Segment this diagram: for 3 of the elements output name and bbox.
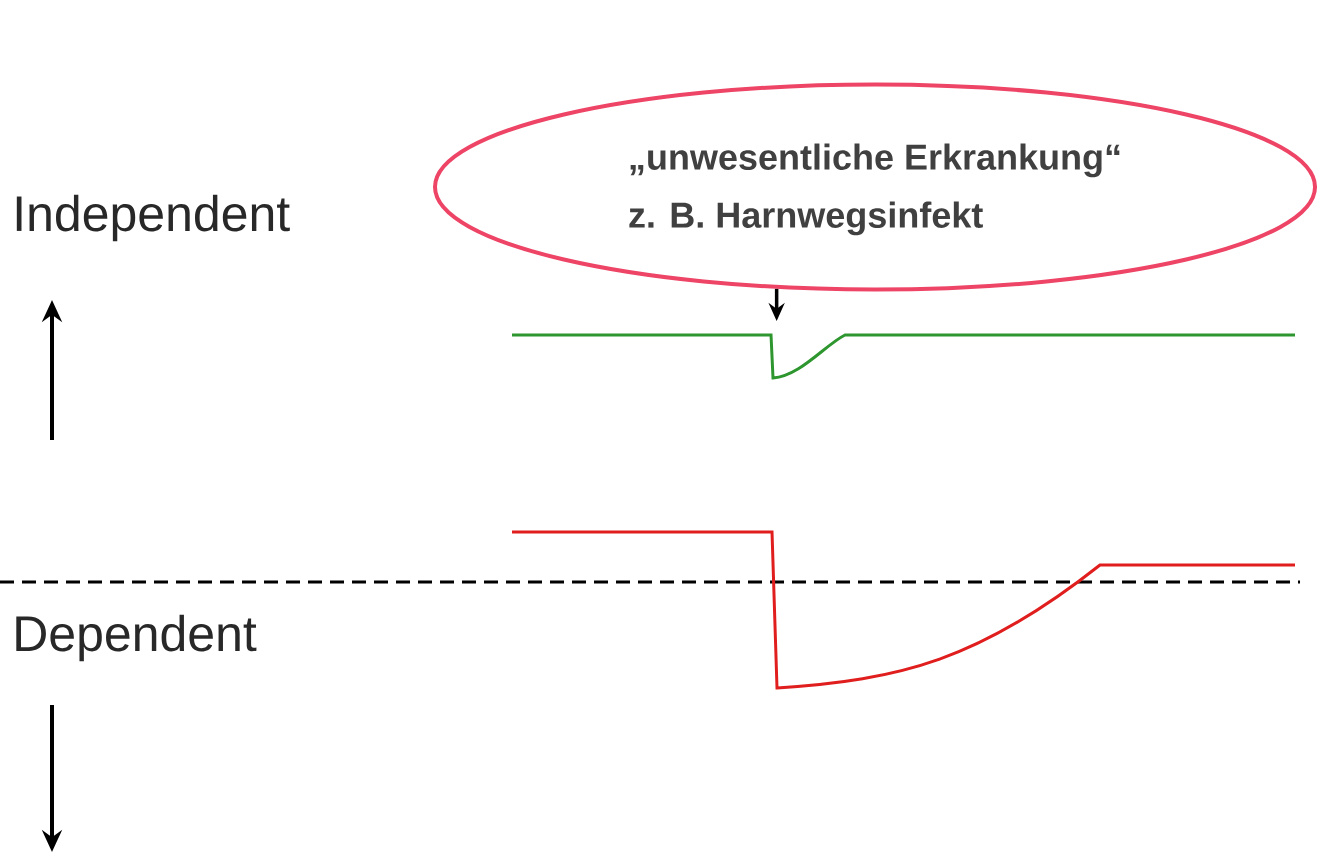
curve [512, 333, 1295, 380]
axis-label: Dependent [16, 614, 257, 662]
axis-label: Independent [16, 194, 290, 242]
